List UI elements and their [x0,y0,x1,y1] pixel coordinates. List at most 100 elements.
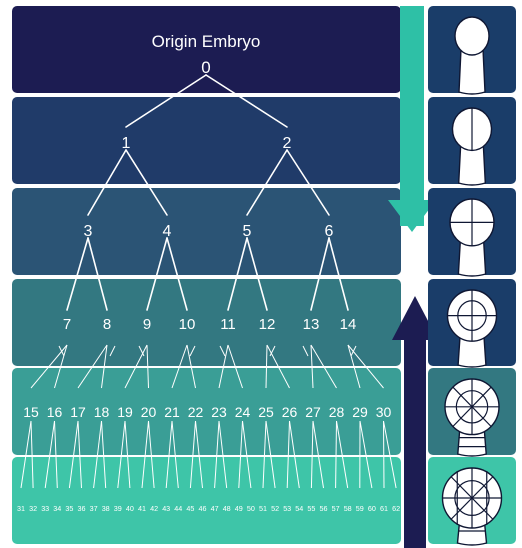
edge-13-27 [310,344,314,389]
embryo-16-cell-icon [428,368,516,457]
cell-label-40: 40 [126,504,134,513]
cell-label-54: 54 [295,504,303,513]
cell-label-4: 4 [163,223,172,240]
cell-label-1: 1 [122,135,131,152]
edge-25-51 [262,420,267,489]
edge-2-5 [246,149,288,216]
cell-label-45: 45 [186,504,194,513]
cell-label-6: 6 [325,223,334,240]
cell-label-37: 37 [90,504,98,513]
cell-label-9: 9 [143,316,151,333]
edge-6-14 [328,237,349,311]
cell-label-25: 25 [258,404,274,420]
stage-band-4 [12,368,401,455]
stage-band-3 [12,279,401,366]
cell-label-17: 17 [70,404,86,420]
embryo-1-cell-icon [428,6,516,95]
edge-24-49 [238,420,243,489]
edge-29-60 [359,420,373,489]
cell-label-3: 3 [84,223,93,240]
cell-label-13: 13 [303,316,320,333]
cell-label-36: 36 [78,504,86,513]
edge-6-13 [310,237,330,311]
edge-14-30 [347,344,384,389]
cell-label-38: 38 [102,504,110,513]
edge-25-52 [265,420,276,489]
cell-label-23: 23 [211,404,227,420]
cell-label-42: 42 [150,504,158,513]
cell-label-22: 22 [188,404,204,420]
edge-23-47 [214,420,220,489]
cell-label-53: 53 [283,504,291,513]
cell-label-58: 58 [344,504,352,513]
cell-label-44: 44 [174,504,182,513]
cell-label-47: 47 [211,504,219,513]
edge-4-9 [146,237,168,311]
cell-label-52: 52 [271,504,279,513]
edge-0-2 [205,74,288,128]
edge-accent-9 [138,345,145,357]
edge-21-43 [165,420,173,489]
edge-18-38 [101,420,107,489]
arrow-up-shaft [404,322,426,548]
embryo-2-cell-icon [428,97,516,186]
cell-label-55: 55 [307,504,315,513]
cell-label-2: 2 [283,135,292,152]
edge-11-23 [218,344,229,389]
edge-2-6 [286,149,330,216]
cell-label-35: 35 [65,504,73,513]
edge-14-29 [347,344,361,389]
arrow-down-shaft [400,6,424,226]
edge-16-34 [54,420,58,489]
lineage-edges [20,74,397,489]
cell-label-57: 57 [332,504,340,513]
edge-26-54 [289,420,300,489]
edge-accent-10 [189,345,196,357]
edge-26-53 [286,420,290,489]
cell-label-14: 14 [340,316,357,333]
cell-label-28: 28 [329,404,345,420]
edge-accent-13 [302,345,309,357]
cell-label-41: 41 [138,504,146,513]
edge-17-35 [68,420,79,489]
embryo-8-cell-icon [428,279,516,368]
cell-label-29: 29 [352,404,368,420]
edge-28-57 [335,420,337,489]
side-panels [428,6,516,546]
stage-band-1 [12,97,401,184]
edge-20-42 [148,420,155,489]
edge-16-33 [44,420,55,489]
edge-27-55 [310,420,314,489]
edge-1-3 [87,149,127,216]
cell-label-30: 30 [376,404,392,420]
cell-label-27: 27 [305,404,321,420]
edge-9-19 [124,344,148,389]
edge-accent-8 [109,345,116,357]
cell-label-46: 46 [199,504,207,513]
edge-3-8 [87,237,108,311]
stage-band-2 [12,188,401,275]
edge-accent-12 [269,345,276,357]
cell-label-62: 62 [392,504,400,513]
cell-label-34: 34 [53,504,61,513]
edge-7-16 [54,344,68,389]
edge-18-37 [93,420,102,489]
cell-label-12: 12 [259,316,276,333]
edge-30-62 [383,420,397,489]
edge-19-39 [117,420,126,489]
cell-label-20: 20 [141,404,157,420]
edge-22-46 [195,420,203,489]
edge-accent-14 [350,345,357,357]
edge-8-18 [101,344,108,389]
edge-5-12 [246,237,268,311]
cell-label-5: 5 [243,223,252,240]
cell-label-61: 61 [380,504,388,513]
edge-15-32 [30,420,34,489]
edge-28-58 [336,420,349,489]
edge-10-21 [171,344,188,389]
cell-label-24: 24 [235,404,251,420]
cell-label-26: 26 [282,404,298,420]
edge-11-24 [227,344,243,389]
